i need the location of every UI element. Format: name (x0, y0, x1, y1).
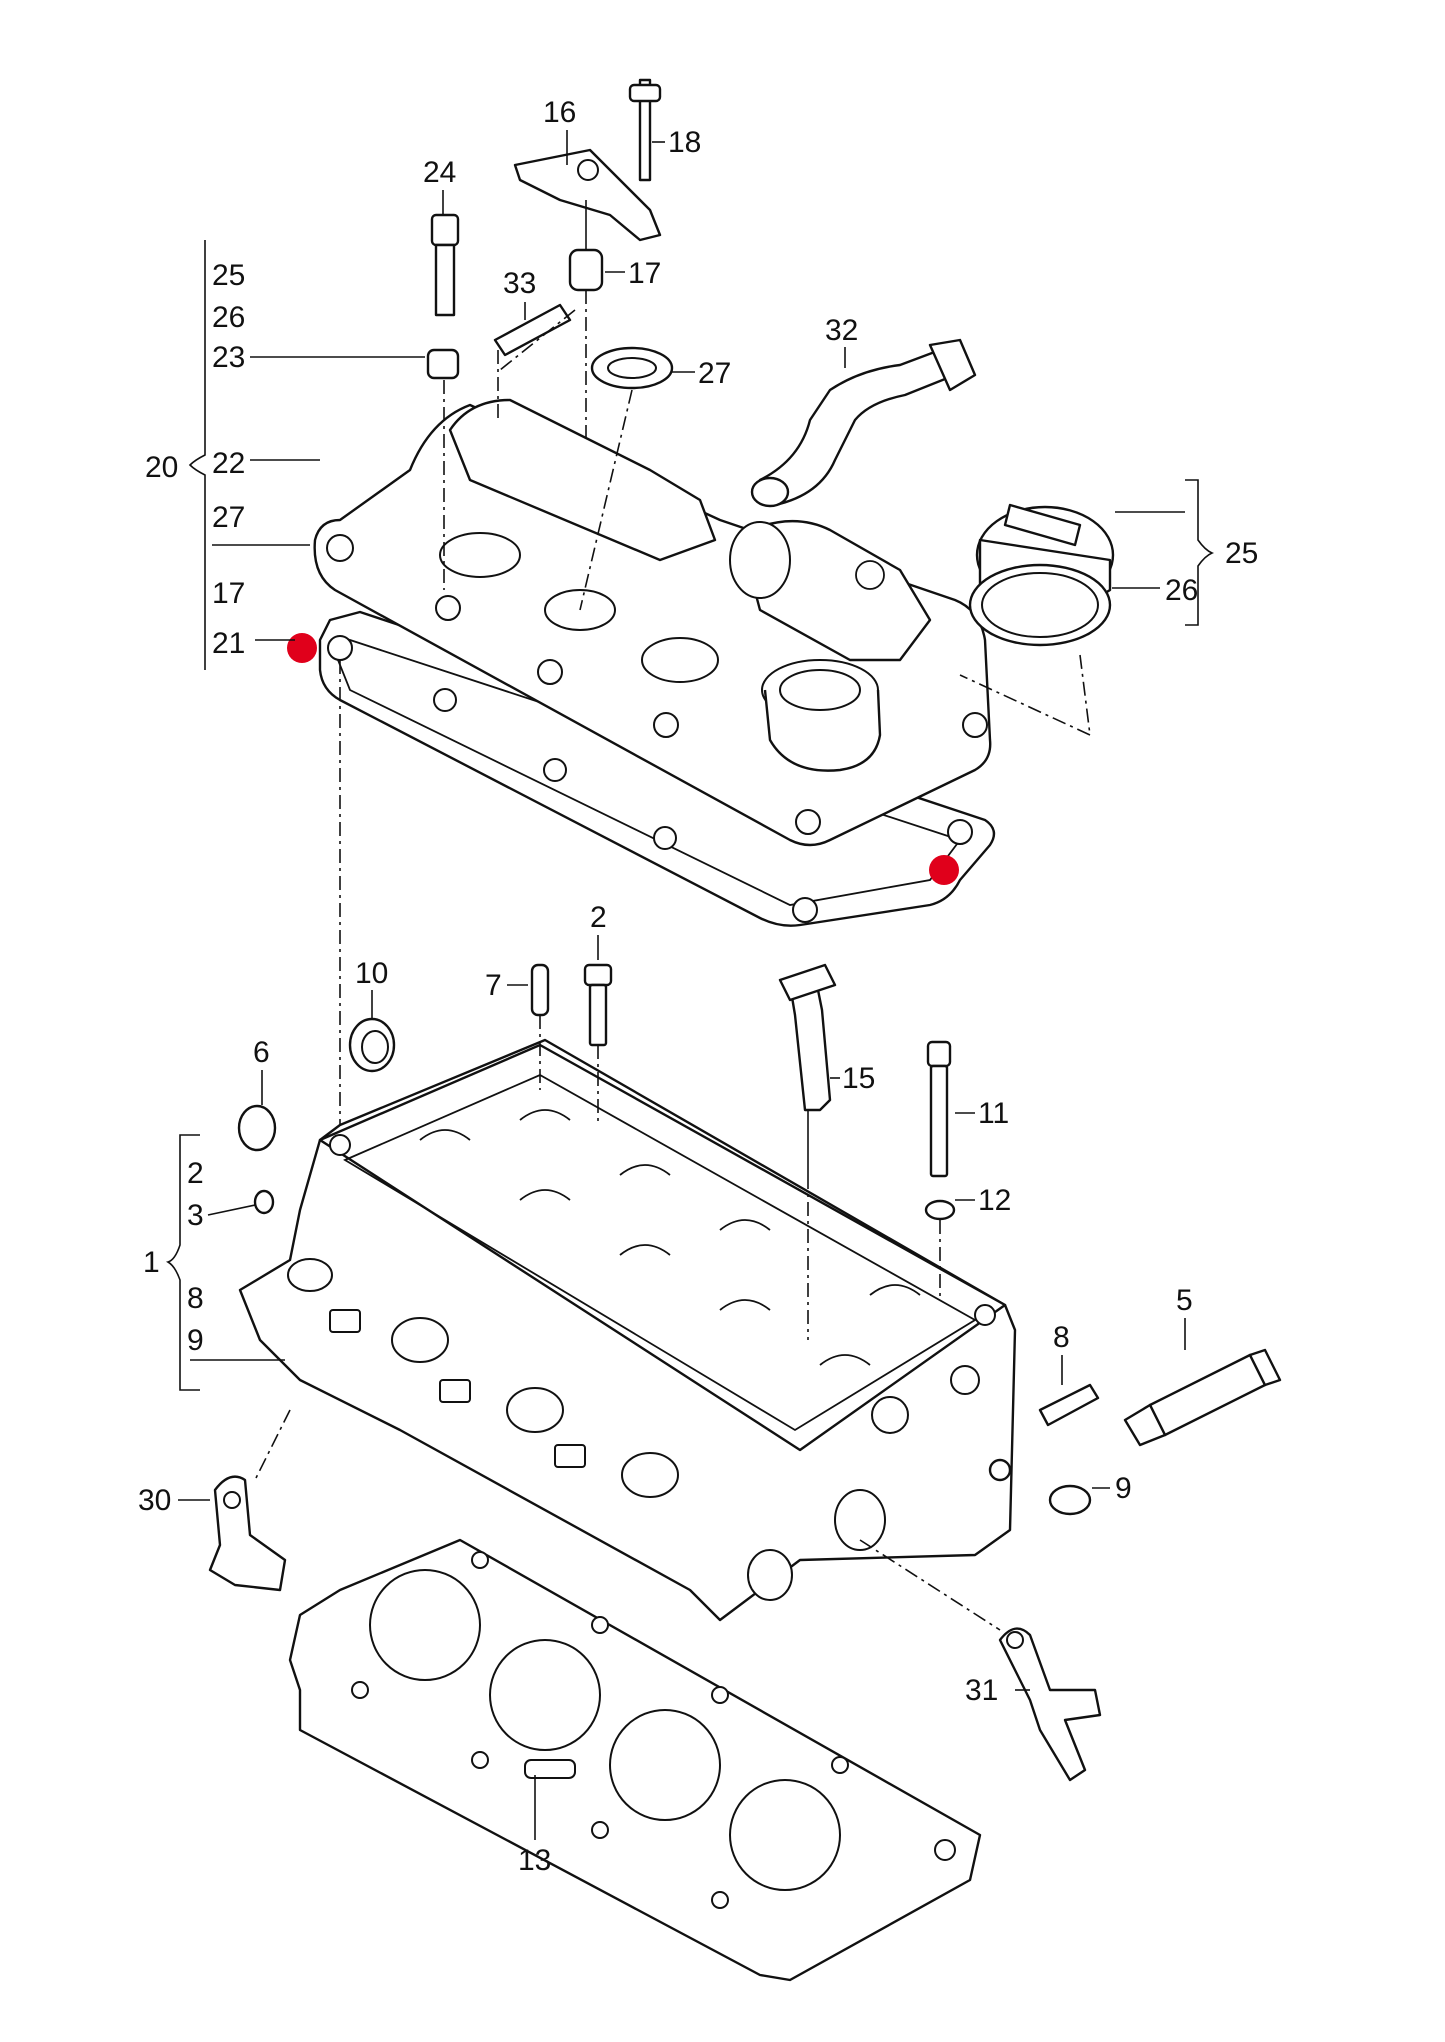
label-15: 15 (842, 1062, 875, 1095)
washer-12 (924, 1199, 956, 1221)
bush-23 (426, 348, 460, 380)
label-3: 3 (187, 1199, 204, 1232)
plug-6 (237, 1104, 277, 1152)
bolt-24 (426, 213, 460, 590)
bracket-16 (513, 78, 662, 242)
label-9b: 9 (1115, 1472, 1132, 1505)
cover-gasket (318, 610, 996, 927)
filler-cap-25 (959, 503, 1115, 736)
seal-27 (579, 346, 674, 611)
bolt-18 (638, 78, 652, 182)
label-8: 8 (187, 1282, 204, 1315)
label-22: 22 (212, 447, 245, 480)
label-26: 26 (212, 301, 245, 334)
head-gasket (288, 1538, 982, 1982)
label-17b: 17 (212, 577, 245, 610)
label-16: 16 (543, 96, 576, 129)
label-27b: 27 (212, 501, 245, 534)
bracket-31 (859, 1539, 1102, 1782)
label-25b: 25 (1225, 537, 1258, 570)
label-30: 30 (138, 1484, 171, 1517)
label-24: 24 (423, 156, 456, 189)
label-9: 9 (187, 1324, 204, 1357)
label-11: 11 (978, 1097, 1009, 1130)
label-20: 20 (145, 451, 178, 484)
label-5: 5 (1176, 1284, 1193, 1317)
label-25: 25 (212, 259, 245, 292)
bolt-2 (583, 963, 613, 1125)
label-10: 10 (355, 957, 388, 990)
label-26b: 26 (1165, 574, 1198, 607)
cover-top-ridge (448, 398, 717, 562)
label-2b: 2 (187, 1157, 204, 1190)
spring-33 (493, 303, 576, 420)
label-13: 13 (518, 1844, 551, 1877)
dowel-7 (530, 963, 550, 1090)
label-1: 1 (143, 1246, 160, 1279)
label-17: 17 (628, 257, 661, 290)
label-33: 33 (503, 267, 536, 300)
label-27: 27 (698, 357, 731, 390)
label-23: 23 (212, 341, 245, 374)
hose-32 (750, 338, 977, 508)
label-21: 21 (212, 627, 245, 660)
label-8b: 8 (1053, 1321, 1070, 1354)
label-6: 6 (253, 1036, 270, 1069)
stud-8 (1038, 1383, 1100, 1427)
label-7: 7 (485, 969, 502, 1002)
label-31: 31 (965, 1674, 998, 1707)
cylinder-head (238, 1038, 1017, 1622)
marker-dot-left (287, 633, 317, 663)
bolt-11 (924, 1040, 956, 1300)
cylinder-head-cover (287, 398, 996, 927)
bracket-30 (208, 1409, 291, 1592)
marker-dot-right (929, 855, 959, 885)
leader-lines (165, 130, 1215, 1840)
label-32: 32 (825, 314, 858, 347)
grommet-17 (568, 200, 604, 440)
plug-9 (988, 1458, 1092, 1516)
label-12: 12 (978, 1184, 1011, 1217)
seal-10 (348, 1017, 396, 1073)
plug-3 (253, 1189, 275, 1215)
injector-15 (778, 963, 837, 1340)
label-18: 18 (668, 126, 701, 159)
label-2: 2 (590, 901, 607, 934)
callout-labels: 16 18 24 17 33 32 27 25 26 23 20 22 27 1… (138, 96, 1258, 1877)
sealant-tube-5 (1123, 1348, 1282, 1447)
